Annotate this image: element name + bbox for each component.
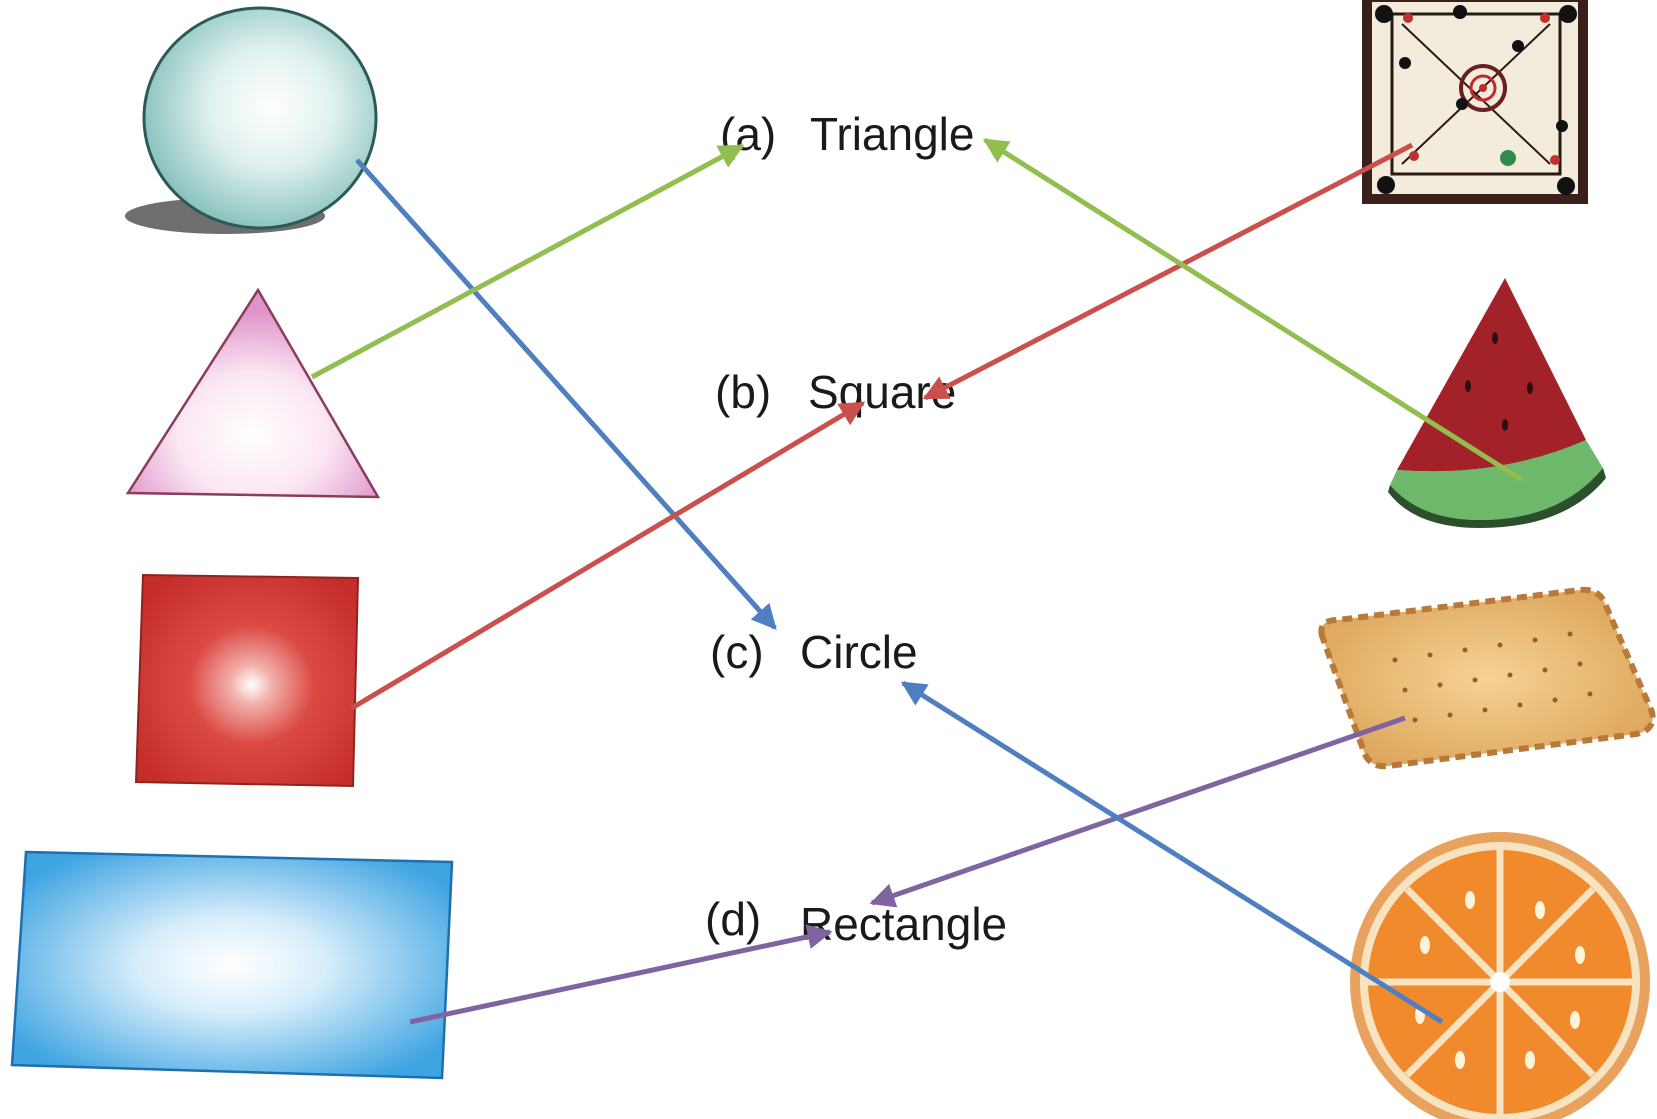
label-d-letter: (d) — [705, 893, 761, 945]
arrow-orange-to-circle — [900, 680, 1444, 1025]
arrow-biscuit-to-rectangle — [869, 715, 1406, 908]
square-shape — [134, 573, 360, 788]
sphere-shape — [125, 6, 378, 234]
label-triangle: Triangle — [810, 108, 974, 160]
rectangle-shape — [10, 850, 454, 1080]
label-c-letter: (c) — [710, 626, 764, 678]
orange-slice-image — [1350, 832, 1650, 1119]
carrom-board-image — [1362, 0, 1588, 204]
arrow-triangle-to-triangle — [310, 143, 745, 380]
arrow-carrom-to-square — [922, 142, 1414, 401]
arrow-square-to-square — [350, 400, 866, 711]
label-rectangle: Rectangle — [800, 898, 1007, 950]
arrow-watermelon-to-triangle — [982, 137, 1524, 483]
biscuit-image — [1318, 586, 1656, 770]
label-circle: Circle — [800, 626, 918, 678]
triangle-shape — [125, 287, 381, 499]
arrow-rectangle-to-rectangle — [409, 924, 833, 1025]
label-b-letter: (b) — [715, 366, 771, 418]
arrow-sphere-to-circle — [355, 158, 777, 630]
watermelon-slice-image — [1388, 278, 1606, 528]
